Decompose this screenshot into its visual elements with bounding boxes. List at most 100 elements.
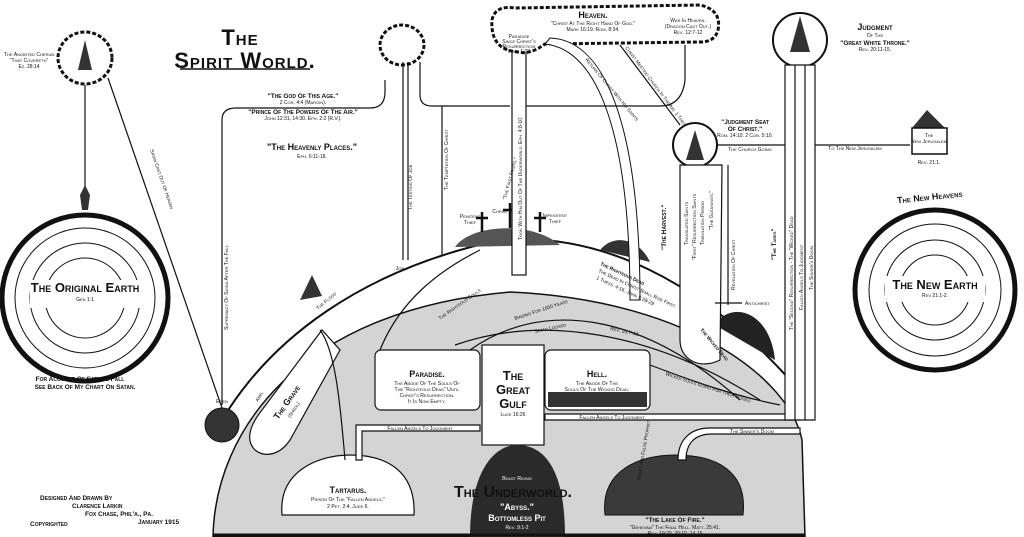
satan-supremacy-path — [221, 80, 386, 405]
heaven-ref: Mark 16:19. Rom. 8:34. — [566, 27, 619, 33]
bottomless-pit-label: Bottomless Pit — [488, 513, 546, 523]
hell-label: Hell. — [587, 369, 607, 379]
heaven-label: Heaven. — [578, 10, 607, 20]
lake-of-fire-label: "The Lake Of Fire." — [645, 517, 704, 524]
gwt-label: Judgment — [857, 22, 893, 32]
underworld-label: The Underworld. — [454, 484, 572, 501]
new-earth-label: The New Earth — [892, 277, 977, 292]
calvary: Penitent Thief Christ Impenitent Thief — [460, 203, 568, 232]
wicked-souls-arc — [649, 364, 781, 406]
christ-label: Christ — [492, 209, 508, 215]
new-earth: The New Earth Rev 21:1-2. — [852, 207, 1018, 373]
original-earth: The Original Earth Gen 1:1 — [0, 212, 171, 384]
tares-label: "The Tares" — [772, 228, 778, 260]
to-new-jerusalem-label: To The New Jerusalem — [828, 146, 881, 152]
credits-copyright: Copyrighted — [30, 521, 68, 528]
impenitent-thief-2: Thief — [549, 219, 562, 225]
lake-of-fire — [604, 454, 744, 516]
fallen-angels-right-label: Fallen Angels To Judgment — [579, 415, 645, 421]
hell-line2: Souls Of The Wicked Dead. — [565, 387, 630, 393]
hell-flames — [548, 392, 647, 407]
sinners-doom-label: The Sinner's Doom — [730, 429, 774, 435]
war-in-heaven-label: War In Heaven. — [670, 18, 706, 24]
god-of-this-age-ref: 2 Cor. 4:4 (Margin). — [280, 100, 326, 106]
heaven-sub: "Christ At The Right Hand Of God." — [551, 21, 636, 27]
heavenly-places: "The Heavenly Places." — [267, 142, 357, 152]
harvest-first-resurrection: "First" Resurrection Saints — [692, 193, 698, 260]
gwt-name: "Great White Throne." — [840, 40, 909, 47]
satan-loosed-arc — [454, 329, 761, 401]
abyss-label: "Abyss." — [500, 502, 534, 512]
penitent-thief-2: Thief — [464, 220, 477, 226]
paradise-heaven-2: Since Christ's — [502, 39, 536, 45]
satan-cast-out-label: Satan Cast Out Of Heaven — [148, 149, 174, 210]
war-in-heaven-sub: (Dragon Cast Out.) — [665, 24, 712, 30]
calvary-hill — [455, 228, 560, 247]
harvest-label: "The Harvest." — [661, 204, 668, 250]
job-label: Job — [396, 266, 405, 272]
war-in-heaven-ref: Rev. 12:7-12 — [674, 30, 703, 36]
paradise-label: Paradise. — [409, 369, 445, 379]
paradise-box — [374, 349, 481, 411]
credits-line2: Clarence Larkin — [72, 503, 123, 510]
return-souls-arc — [379, 249, 481, 351]
original-earth-ref: Gen 1:1 — [76, 297, 94, 303]
satan-figure — [80, 185, 90, 210]
paradise-line2: The "Righteous Dead" Until — [395, 387, 461, 393]
tartarus-ref: 2 Pet. 2:4. Jude 6. — [327, 504, 369, 510]
title-line1: The — [221, 25, 258, 50]
fallen-angels-band-left — [355, 424, 481, 461]
testing-of-job-label: The Testing Of Job — [408, 164, 414, 210]
heavenly-places-ref: Eph. 6:11-18. — [297, 154, 327, 160]
gwt-of: Of The — [867, 33, 884, 39]
anointed-cherub: The Anointed Cherub "That Covereth" Ez. … — [4, 30, 114, 86]
fallen-angels-column-label: Fallen Angels To Judgment — [799, 244, 805, 310]
hill-wicked — [715, 311, 775, 360]
temptation-label: The Temptation Of Christ — [444, 129, 450, 190]
judgment-seat-label-2: Of Christ." — [728, 126, 763, 133]
paradise-heaven-3: Resurrection — [503, 44, 536, 50]
harvest-gleanings: "The Gleanings." — [709, 191, 715, 230]
new-jerusalem-2: New Jerusalem — [911, 139, 947, 145]
new-heavens-label: The New Heavens — [896, 189, 962, 206]
fallen-angels-descent — [319, 329, 346, 461]
paradise-heaven-1: Paradise — [509, 34, 530, 40]
eden-globe — [204, 407, 240, 443]
lake-of-fire-sub: "Gehenna" The Final Hell. Matt. 25:41. — [630, 525, 720, 531]
return-of-christ-band — [544, 37, 641, 301]
god-of-this-age: "The God Of This Age." — [268, 93, 339, 100]
eden-label: Eden — [216, 399, 228, 405]
credits-line3: Fox Chase, Phil'a., Pa. — [85, 511, 153, 518]
penitent-thief-1: Penitent — [460, 214, 481, 220]
beast-rising-label: Beast Rising — [502, 476, 532, 482]
abel-label: Abel — [255, 390, 266, 403]
great-gulf-line2: Great — [496, 382, 530, 397]
new-jerusalem-ref: Rev. 21:1. — [918, 160, 941, 166]
new-jerusalem-1: The — [925, 133, 934, 139]
paradise-line4: It Is Now Empty. — [408, 399, 446, 405]
rev-20-label: Rev. 20:7-10 — [610, 326, 640, 338]
throne-figure — [790, 16, 810, 52]
cherub-label: The Anointed Cherub — [4, 52, 54, 58]
great-gulf-line1: The — [503, 368, 523, 383]
judgment-seat-figure — [686, 130, 704, 160]
harvest-translated: Translated Saints — [684, 201, 690, 245]
great-gulf — [481, 344, 545, 446]
antichrist-label: Antichrist — [745, 301, 770, 307]
judgment-seat-ref: Rom. 14:10. 2 Cor. 5:10. — [717, 133, 773, 139]
revelation-of-christ-label: Revelation Of Christ — [731, 239, 737, 290]
satan-cast-out-line — [107, 77, 223, 409]
paradise-line1: The Abode Of The Souls Of — [394, 381, 460, 387]
paradise-line3: Christ's Resurrection. — [400, 393, 455, 399]
credits-line1: Designed And Drawn By — [40, 495, 113, 502]
sinners-doom-band — [677, 427, 801, 461]
fallen-angels-left-label: Fallen Angels To Judgment — [387, 426, 453, 432]
judgment-seat-label: "Judgment Seat — [721, 119, 769, 126]
impenitent-cross-icon — [534, 212, 546, 232]
harvest-column — [679, 164, 723, 365]
satan-fall-note-1: For Account Of Satan's Fall — [36, 376, 125, 383]
great-gulf-ref: Luke 16:26 — [501, 412, 526, 418]
job-heaven-cloud — [378, 23, 426, 67]
tartarus — [281, 454, 415, 516]
